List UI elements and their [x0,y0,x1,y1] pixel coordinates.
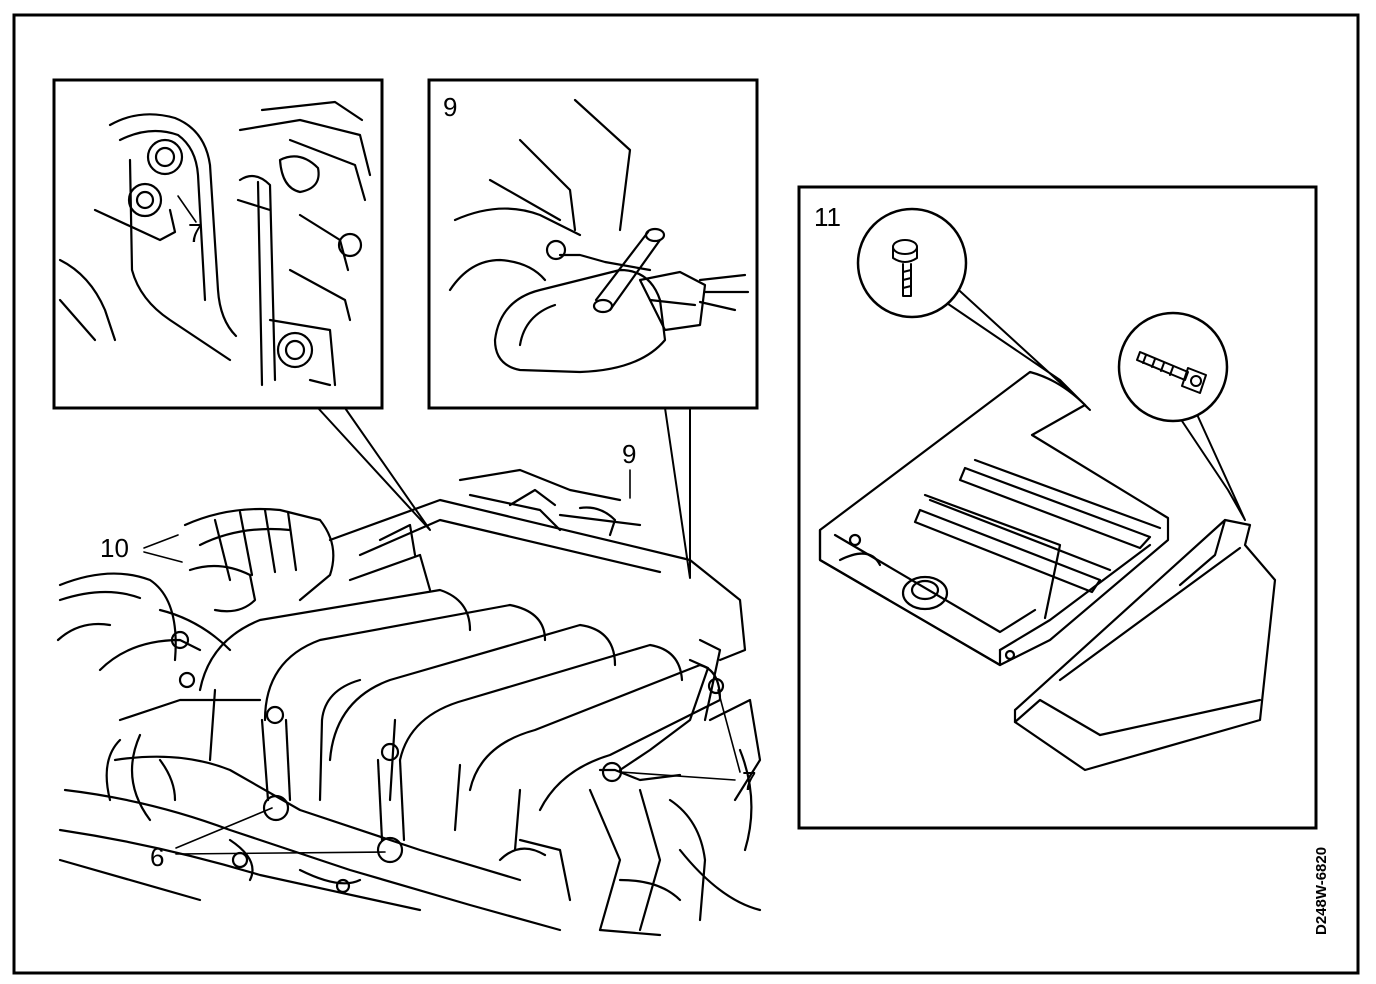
main-callout-10: 10 [100,533,129,563]
main-callout-6: 6 [150,842,164,872]
inset-7: 7 [52,78,384,410]
outer-frame [12,13,1360,975]
inset-11-callout: 11 [814,202,841,232]
main-callouts: 9 10 7 6 [100,439,756,872]
engine-cover [818,370,1170,667]
inset-9: 9 [427,78,759,410]
main-callout-10-leader [143,534,183,563]
inset-7-frame [52,78,384,410]
inset-7-callout: 7 [188,218,202,248]
inset-11: 11 [797,185,1318,830]
figure-code: D248W-6820 [1313,847,1330,935]
bolt-detail-bubble [1117,311,1246,521]
inset-7-leader [177,195,197,223]
inset-9-callout: 9 [443,92,457,122]
main-callout-7-leader [619,689,741,781]
inset-leaders [317,407,691,579]
inset-9-frame [427,78,759,410]
main-callout-9: 9 [622,439,636,469]
side-shield [1013,518,1277,772]
main-callout-6-leader [175,807,386,855]
main-callout-7: 7 [742,766,756,796]
